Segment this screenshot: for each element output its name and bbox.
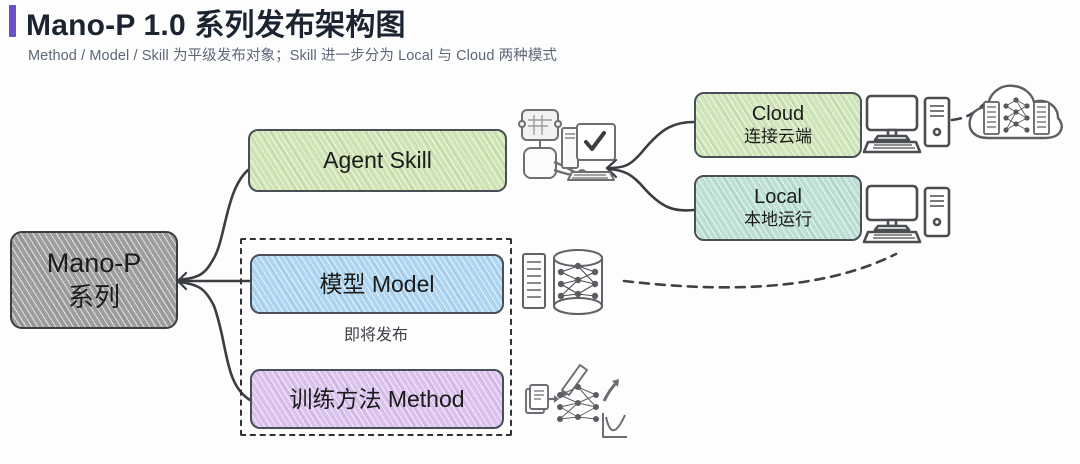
model-training-icon xyxy=(525,364,627,438)
page-header: Mano-P 1.0 系列发布架构图 Method / Model / Skil… xyxy=(0,0,1080,78)
diagram-canvas: 即将发布 Mano-P 系列 Agent Skill 模型 Model 训练方法… xyxy=(0,78,1080,464)
node-agent-skill-label: Agent Skill xyxy=(323,147,432,174)
node-agent-skill[interactable]: Agent Skill xyxy=(248,129,507,192)
desktop-computer-local-icon xyxy=(862,184,951,244)
page-title: Mano-P 1.0 系列发布架构图 xyxy=(26,9,406,42)
node-model[interactable]: 模型 Model xyxy=(250,254,504,314)
node-skill-local-title: Local xyxy=(754,185,802,208)
node-skill-local[interactable]: Local 本地运行 xyxy=(694,175,862,241)
node-skill-cloud-subtitle: 连接云端 xyxy=(744,127,812,147)
server-database-neuralnet-icon xyxy=(522,249,603,315)
root-node-mano-p[interactable]: Mano-P 系列 xyxy=(10,231,178,329)
node-skill-local-subtitle: 本地运行 xyxy=(744,210,812,230)
node-skill-cloud-title: Cloud xyxy=(751,102,805,125)
cloud-servers-neuralnet-icon xyxy=(968,84,1063,140)
node-method[interactable]: 训练方法 Method xyxy=(250,369,504,429)
root-node-line1: Mano-P xyxy=(46,247,142,278)
upcoming-release-group xyxy=(240,238,512,436)
node-skill-cloud[interactable]: Cloud 连接云端 xyxy=(694,92,862,158)
connector-hub-notch xyxy=(176,271,188,291)
connector-skill-to-local xyxy=(606,167,696,212)
connector-skill-to-cloud xyxy=(606,120,696,170)
node-model-label: 模型 Model xyxy=(319,270,435,297)
connector-root-to-skill xyxy=(176,168,250,282)
connector-model-to-local-pc xyxy=(622,252,898,289)
desktop-computer-cloud-icon xyxy=(862,94,951,154)
page-subtitle: Method / Model / Skill 为平级发布对象；Skill 进一步… xyxy=(28,48,558,64)
root-node-line2: 系列 xyxy=(67,281,120,312)
upcoming-release-label: 即将发布 xyxy=(343,327,408,344)
robot-at-computer-icon xyxy=(518,109,616,181)
title-accent-bar xyxy=(9,5,16,37)
node-method-label: 训练方法 Method xyxy=(289,385,465,412)
